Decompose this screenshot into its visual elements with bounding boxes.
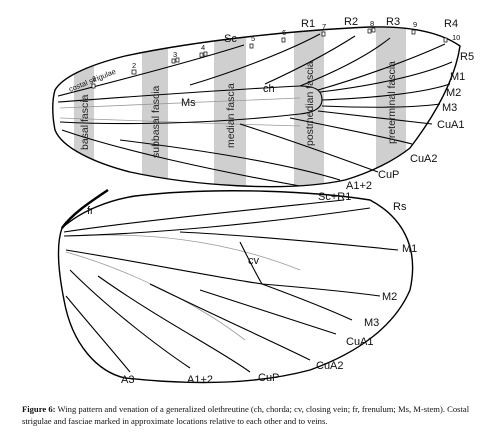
label-fr: fr (87, 205, 94, 217)
basal-fascia-label: basal fascia (79, 94, 91, 150)
vein-cup (119, 139, 341, 181)
strigula-number: 9 (413, 20, 417, 29)
label-ms: Ms (181, 97, 196, 109)
caption-text: Wing pattern and venation of a generaliz… (22, 404, 470, 426)
label-rs: Rs (393, 201, 407, 213)
wing-venation-diagram: 1 2 3 4 5 6 7 8 9 10 costal strigulae ba… (52, 16, 474, 386)
label-r2: R2 (344, 16, 358, 28)
vein-m2 (321, 103, 441, 108)
label-m2: M2 (446, 87, 461, 99)
label-cua2: CuA2 (316, 360, 344, 372)
subbasal-fascia-band (142, 26, 168, 187)
strigula-number: 2 (132, 61, 136, 70)
label-m1: M1 (402, 243, 417, 255)
label-sc-r1: Sc+R1 (318, 191, 351, 203)
label-cv: cv (248, 255, 260, 267)
hindwing-vein-labels: fr Sc+R1 Rs cv M1 M2 M3 CuA1 CuA2 CuP A1… (87, 191, 417, 386)
subbasal-fascia-label: subbasal fascia (150, 85, 162, 158)
label-cua2: CuA2 (410, 153, 438, 165)
hindwing-veins (63, 199, 399, 373)
median-fascia-band (214, 26, 246, 187)
label-cup: CuP (258, 372, 279, 384)
forewing: 1 2 3 4 5 6 7 8 9 10 costal strigulae ba… (52, 16, 474, 192)
label-cup: CuP (378, 169, 399, 181)
strigula-number: 3 (173, 50, 177, 59)
vein-r-stem (57, 85, 301, 103)
vein-m1 (179, 231, 399, 251)
label-r4: R4 (444, 18, 458, 30)
strigula-number: 8 (370, 19, 374, 28)
strigula-number: 10 (452, 33, 460, 42)
vein-cu-stem (59, 113, 301, 125)
vein-r4 (317, 43, 446, 91)
forewing-faint-veins (59, 97, 301, 127)
vein-sc-r1 (63, 199, 345, 233)
vein-cua1 (199, 289, 337, 335)
caption-label: Figure 6: (22, 404, 56, 414)
strigula-number: 7 (322, 22, 326, 31)
label-cua1: CuA1 (346, 336, 374, 348)
vein-m2 (261, 283, 381, 297)
vein-a3 (65, 295, 131, 373)
vein-a1-2 (69, 269, 191, 369)
forewing-outline (52, 26, 461, 188)
strigulae-numbers: 1 2 3 4 5 6 7 8 9 10 (92, 19, 460, 83)
preterminal-fascia-label: preterminal fascia (386, 61, 398, 144)
label-m3: M3 (364, 317, 379, 329)
hindwing-faint-veins (65, 234, 301, 341)
vein-r1 (189, 33, 321, 86)
label-a3: A3 (121, 374, 134, 386)
vein-cu-stem (65, 249, 263, 285)
vein-m3 (317, 110, 433, 125)
strigula-number: 5 (251, 34, 255, 43)
label-m1: M1 (450, 71, 465, 83)
vein-r5 (319, 61, 453, 93)
label-a1-2: A1+2 (187, 374, 213, 386)
vein-cua2 (149, 283, 311, 361)
figure-caption: Figure 6: Wing pattern and venation of a… (22, 404, 484, 427)
vein-r2 (264, 35, 356, 85)
vein-m3 (261, 283, 353, 321)
strigula-number: 4 (201, 43, 205, 52)
vein-r3 (299, 37, 391, 87)
vein-cup (97, 275, 251, 373)
costal-strigulae-marks (91, 27, 448, 89)
label-ch: ch (263, 83, 275, 95)
strigula-number: 6 (282, 28, 286, 37)
vein-rs (63, 207, 371, 237)
vein-a1-2 (61, 129, 301, 187)
forewing-vein-labels: Sc R1 R2 R3 R4 R5 M1 M2 M3 CuA1 CuA2 CuP… (181, 16, 474, 192)
vein-cua1 (289, 117, 413, 145)
median-fascia-label: median fascia (225, 83, 237, 148)
vein-sc (57, 44, 245, 97)
label-sc: Sc (224, 33, 237, 45)
label-r5: R5 (460, 51, 474, 63)
vein-cua2 (239, 123, 379, 173)
label-m3: M3 (442, 102, 457, 114)
hindwing: fr Sc+R1 Rs cv M1 M2 M3 CuA1 CuA2 CuP A1… (57, 189, 417, 386)
frenulum (61, 189, 109, 229)
label-m2: M2 (382, 291, 397, 303)
strigula-number: 1 (92, 74, 96, 83)
label-cua1: CuA1 (437, 119, 465, 131)
label-a1-2: A1+2 (346, 180, 372, 192)
postmedian-fascia-label: postmedian fascia (304, 61, 316, 146)
forewing-veins (57, 33, 453, 187)
label-r1: R1 (301, 18, 315, 30)
vein-cv (239, 241, 263, 285)
label-r3: R3 (386, 16, 400, 28)
vein-m1 (321, 83, 451, 101)
hindwing-outline (57, 190, 414, 384)
